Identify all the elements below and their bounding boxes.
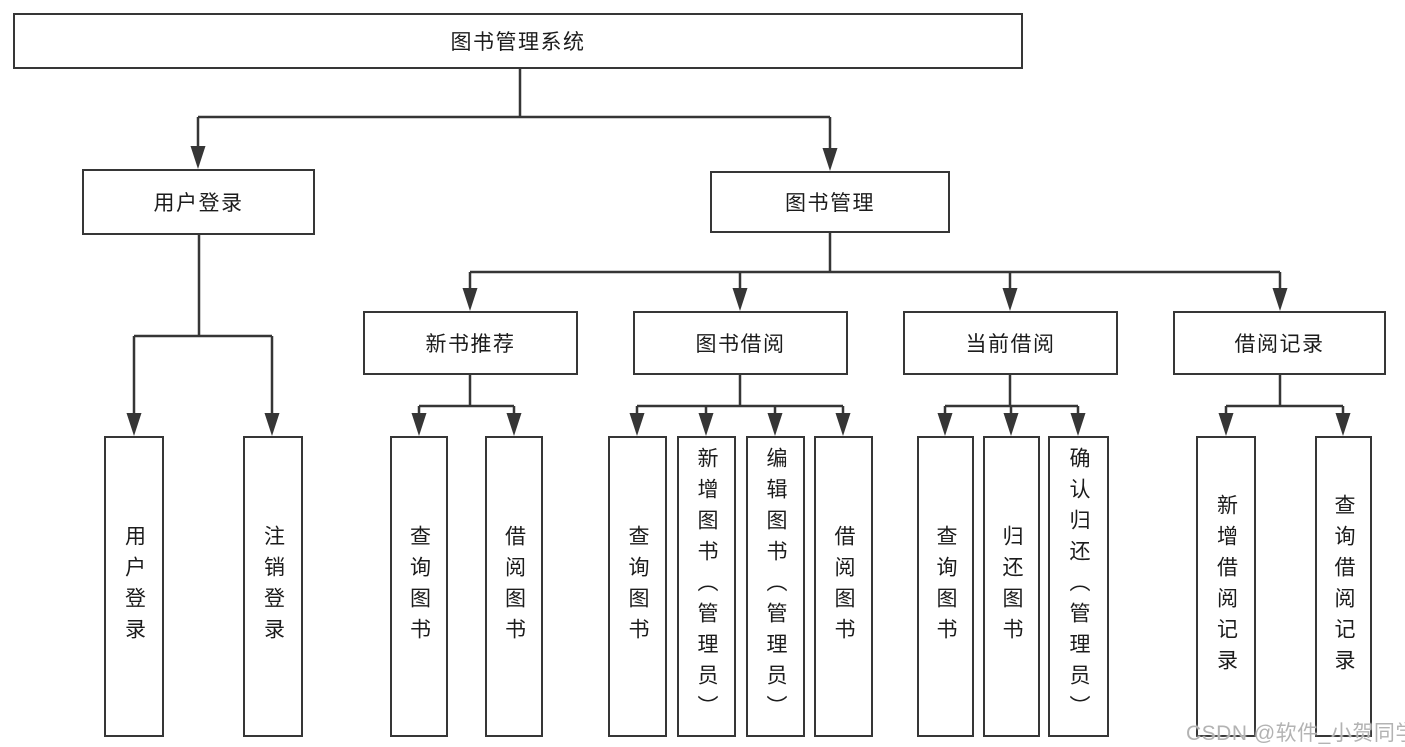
leaf-label: 新增借阅记录 (1214, 493, 1238, 680)
leaf-label: 借阅图书 (832, 524, 855, 649)
arrowhead-icon (698, 413, 714, 436)
leaf-add-borrow-record: 新增借阅记录 (1196, 436, 1256, 737)
leaf-query-books-current: 查询图书 (917, 436, 974, 737)
node-new-book-recommend: 新书推荐 (363, 311, 578, 375)
watermark: CSDN @软件_小贺同学 (1186, 722, 1405, 745)
leaf-confirm-return-admin: 确认归还（管理员） (1048, 436, 1109, 737)
arrowhead-icon (264, 413, 280, 436)
arrowhead-icon (1070, 413, 1086, 436)
leaf-add-books-admin: 新增图书（管理员） (677, 436, 736, 737)
arrowhead-icon (506, 413, 522, 436)
node-borrow-records: 借阅记录 (1173, 311, 1386, 375)
arrowhead-icon (629, 413, 645, 436)
leaf-return-books: 归还图书 (983, 436, 1040, 737)
node-book-management-label: 图书管理 (785, 192, 875, 215)
leaf-label: 归还图书 (1000, 524, 1023, 649)
arrowhead-icon (767, 413, 783, 436)
leaf-label: 查询图书 (407, 524, 431, 649)
node-user-login: 用户登录 (82, 169, 315, 235)
node-current-borrow-label: 当前借阅 (965, 333, 1056, 356)
leaf-label: 查询借阅记录 (1332, 493, 1355, 680)
leaf-label: 借阅图书 (502, 524, 526, 649)
leaf-label: 编辑图书（管理员） (764, 447, 787, 726)
arrowhead-icon (822, 148, 838, 171)
arrowhead-icon (1335, 413, 1351, 436)
leaf-label: 查询图书 (626, 524, 649, 649)
leaf-borrow-books: 借阅图书 (814, 436, 873, 737)
arrowhead-icon (937, 413, 953, 436)
leaf-user-login: 用户登录 (104, 436, 164, 737)
arrowhead-icon (1218, 413, 1234, 436)
leaf-logout: 注销登录 (243, 436, 303, 737)
node-root: 图书管理系统 (13, 13, 1023, 69)
leaf-label: 新增图书（管理员） (695, 447, 718, 726)
arrowheads-group (126, 146, 1351, 436)
arrowhead-icon (126, 413, 142, 436)
connector-line (132, 68, 1345, 416)
leaf-query-books-borrow: 查询图书 (608, 436, 667, 737)
leaf-borrow-books-recommend: 借阅图书 (485, 436, 543, 737)
arrowhead-icon (1003, 413, 1019, 436)
arrowhead-icon (411, 413, 427, 436)
arrowhead-icon (732, 288, 748, 311)
node-new-book-recommend-label: 新书推荐 (425, 333, 516, 356)
leaf-label: 查询图书 (934, 524, 957, 649)
arrowhead-icon (1272, 288, 1288, 311)
node-book-borrow: 图书借阅 (633, 311, 848, 375)
node-borrow-records-label: 借阅记录 (1234, 333, 1325, 356)
leaf-edit-books-admin: 编辑图书（管理员） (746, 436, 805, 737)
node-root-label: 图书管理系统 (450, 31, 586, 54)
node-book-management: 图书管理 (710, 171, 950, 233)
node-book-borrow-label: 图书借阅 (695, 333, 786, 356)
arrowhead-icon (190, 146, 206, 169)
leaf-query-borrow-record: 查询借阅记录 (1315, 436, 1372, 737)
leaf-label: 用户登录 (122, 524, 146, 649)
arrowhead-icon (462, 288, 478, 311)
leaf-query-books-recommend: 查询图书 (390, 436, 448, 737)
arrowhead-icon (835, 413, 851, 436)
node-current-borrow: 当前借阅 (903, 311, 1118, 375)
leaf-label: 注销登录 (261, 524, 285, 649)
connector-group (132, 68, 1345, 416)
arrowhead-icon (1002, 288, 1018, 311)
node-user-login-label: 用户登录 (153, 192, 244, 215)
leaf-label: 确认归还（管理员） (1067, 447, 1090, 726)
